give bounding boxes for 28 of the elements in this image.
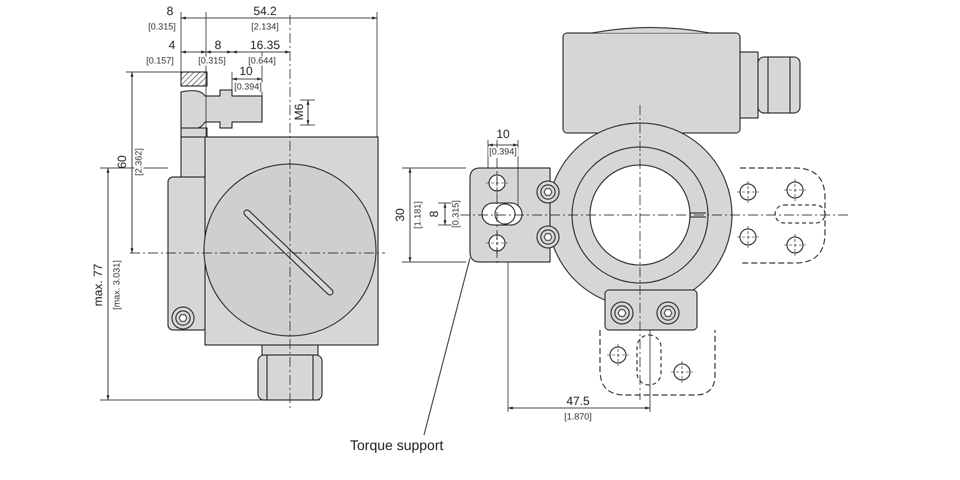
torque-support-bracket — [470, 168, 560, 262]
dimension-value: 8 — [428, 210, 440, 218]
dimension-value: [max. 3.031] — [112, 259, 122, 311]
dimension-value: [2.362] — [134, 147, 144, 177]
dimension-value: 8 — [166, 5, 174, 17]
dimension-value: 4 — [168, 39, 176, 51]
dimension-value: max. 77 — [92, 264, 104, 306]
dimension-value: [1.181] — [414, 200, 422, 230]
dimension-value: [0.315] — [147, 22, 177, 32]
dimension-value: 47.5 — [566, 395, 590, 407]
dimension-value: 30 — [394, 208, 406, 222]
thread-size: M6 — [293, 104, 305, 120]
callout-label: Torque support — [350, 438, 444, 452]
dimension-value: 16.35 — [250, 39, 280, 51]
dimension-value: 10 — [239, 65, 253, 77]
dimension-value: [0.315] — [197, 56, 227, 66]
dimension-value: 8 — [214, 39, 222, 51]
dimension-value: 54.2 — [253, 5, 277, 17]
dimension-value: [0.315] — [452, 199, 460, 229]
dimension-value: 10 — [496, 128, 510, 140]
dimension-value: [1.870] — [563, 412, 593, 422]
leader-line — [424, 258, 470, 436]
dimension-value: [0.394] — [488, 148, 518, 156]
dimension-value: [0.644] — [247, 56, 277, 66]
dimension-value: [0.394] — [233, 82, 263, 92]
dimension-value: 60 — [116, 155, 128, 169]
dimension-value: [2.134] — [250, 22, 280, 32]
dimension-value: [0.157] — [145, 56, 175, 66]
